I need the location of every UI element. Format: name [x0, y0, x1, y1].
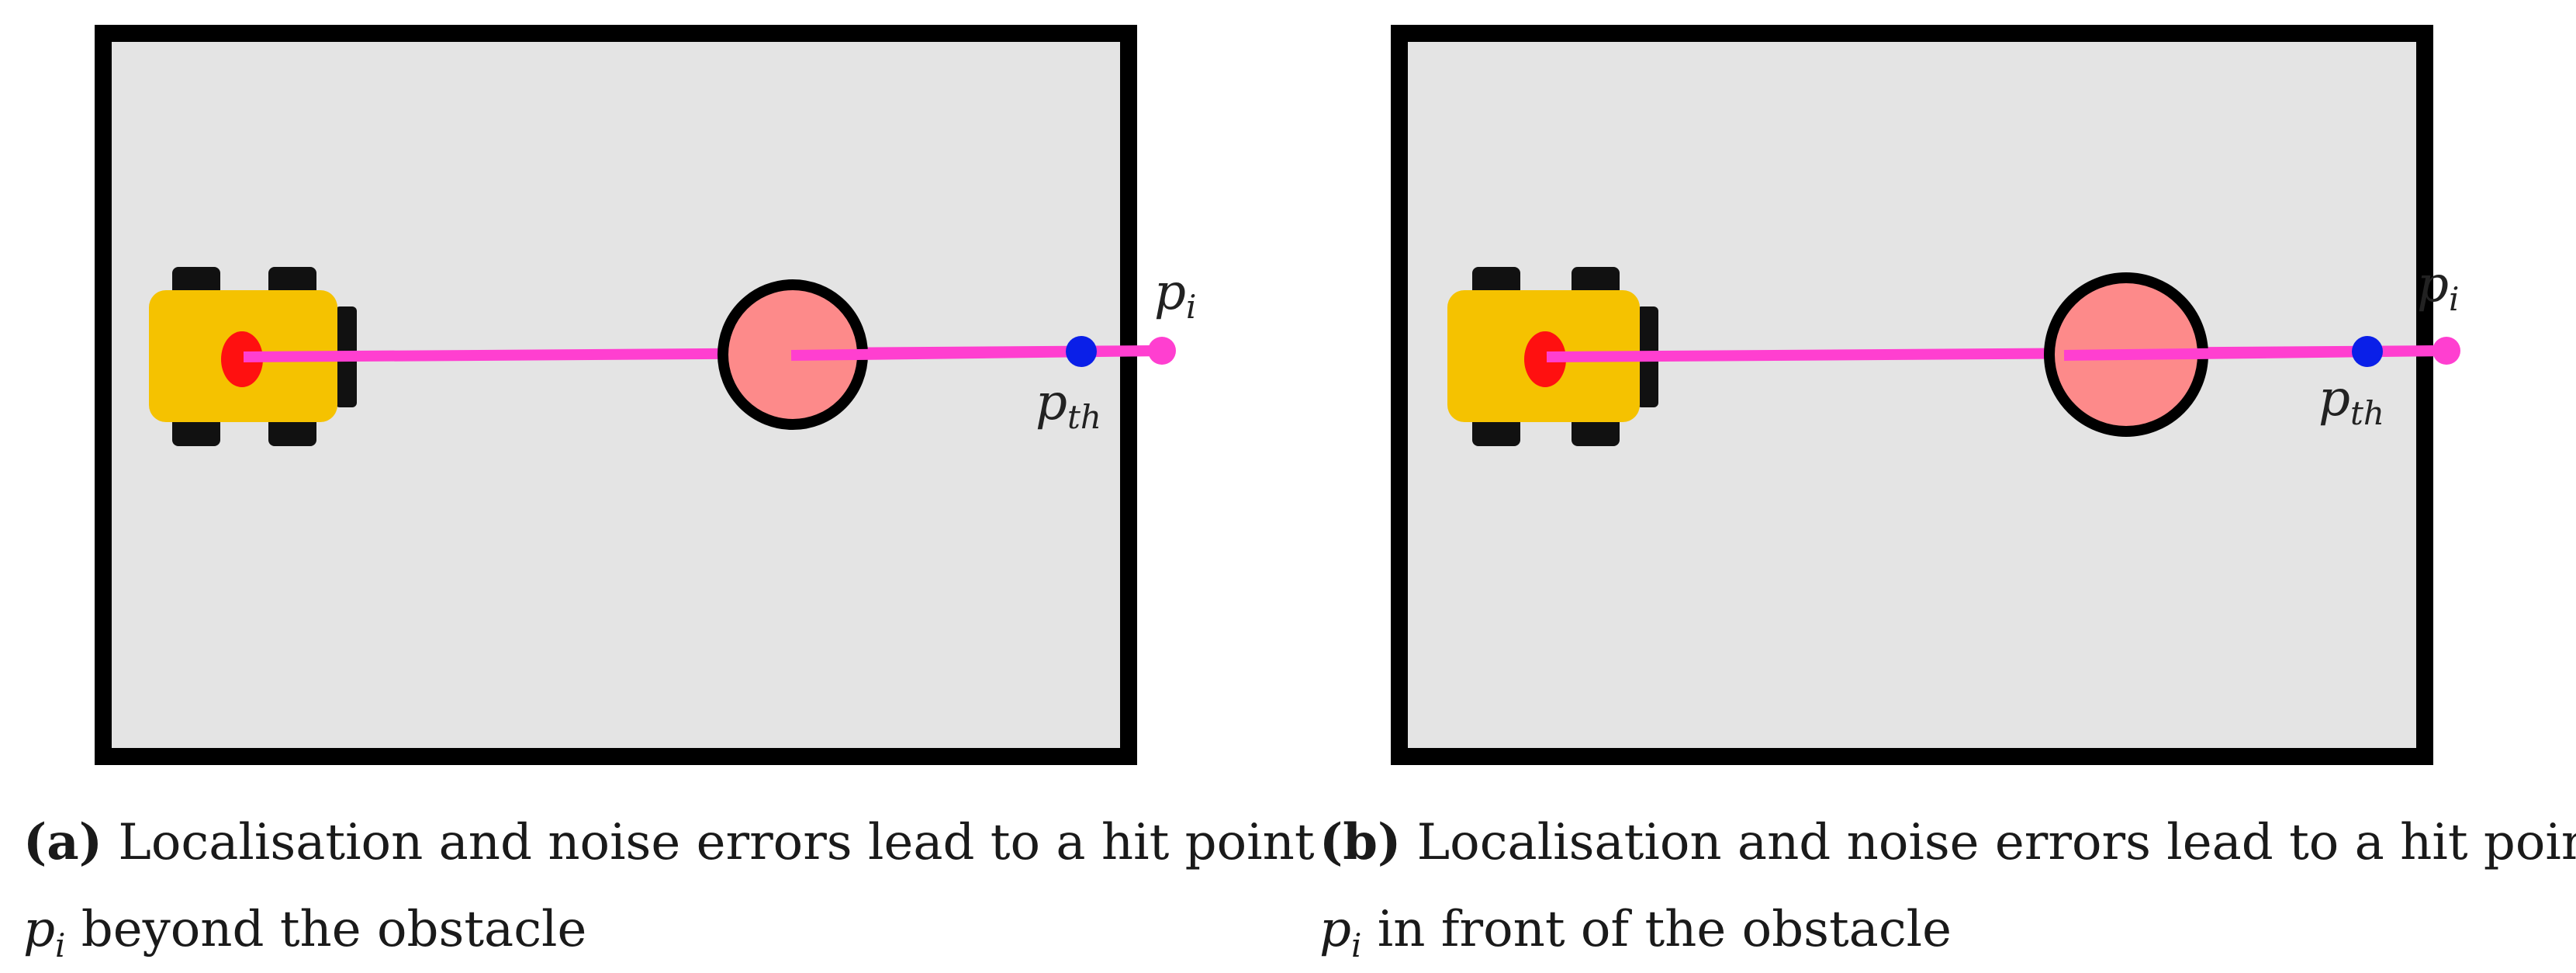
caption-symbol: p	[1319, 901, 1351, 958]
caption-line-2: pi beyond the obstacle	[23, 886, 1315, 973]
caption-symbol-sub: i	[1350, 926, 1362, 964]
hit-point	[1148, 337, 1176, 365]
panel-a: pi pth (a) Localisation and noise errors…	[0, 0, 1315, 968]
caption-line-1: (b) Localisation and noise errors lead t…	[1319, 799, 2576, 886]
caption-text: Localisation and noise errors lead to a …	[118, 814, 1315, 871]
caption-tag: (b)	[1319, 813, 1402, 871]
robot-center	[221, 331, 263, 387]
caption-symbol-sub: i	[54, 926, 66, 964]
robot-wheel	[1472, 415, 1520, 446]
robot-wheel	[268, 415, 316, 446]
diagram-b: pi pth	[1391, 25, 2460, 765]
robot	[1447, 267, 1658, 446]
panel-b: pi pth (b) Localisation and noise errors…	[1288, 0, 2576, 968]
diagram-a: pi pth	[95, 25, 1196, 765]
threshold-point	[2352, 336, 2383, 367]
ray-segment	[2063, 345, 2447, 361]
caption-text-rest: in front of the obstacle	[1361, 901, 1952, 958]
caption-line-1: (a) Localisation and noise errors lead t…	[23, 799, 1315, 886]
caption-text-rest: beyond the obstacle	[65, 901, 587, 958]
caption-tag: (a)	[23, 813, 103, 871]
caption-text: Localisation and noise errors lead to a …	[1416, 814, 2576, 871]
hit-point	[2433, 337, 2460, 365]
caption-line-2: pi in front of the obstacle	[1319, 886, 2576, 973]
ray-segment	[790, 345, 1163, 361]
robot-wheel	[1572, 415, 1620, 446]
threshold-point	[1066, 336, 1097, 367]
robot-wheel	[172, 415, 220, 446]
hit-point-label: pi	[1154, 264, 1196, 326]
caption-symbol: p	[23, 901, 55, 958]
threshold-point-label: pth	[2318, 370, 2384, 432]
caption-a: (a) Localisation and noise errors lead t…	[23, 799, 1315, 973]
robot-center	[1524, 331, 1566, 387]
hit-point-label: pi	[2417, 256, 2459, 318]
threshold-point-label: pth	[1036, 374, 1101, 436]
caption-b: (b) Localisation and noise errors lead t…	[1319, 799, 2576, 973]
